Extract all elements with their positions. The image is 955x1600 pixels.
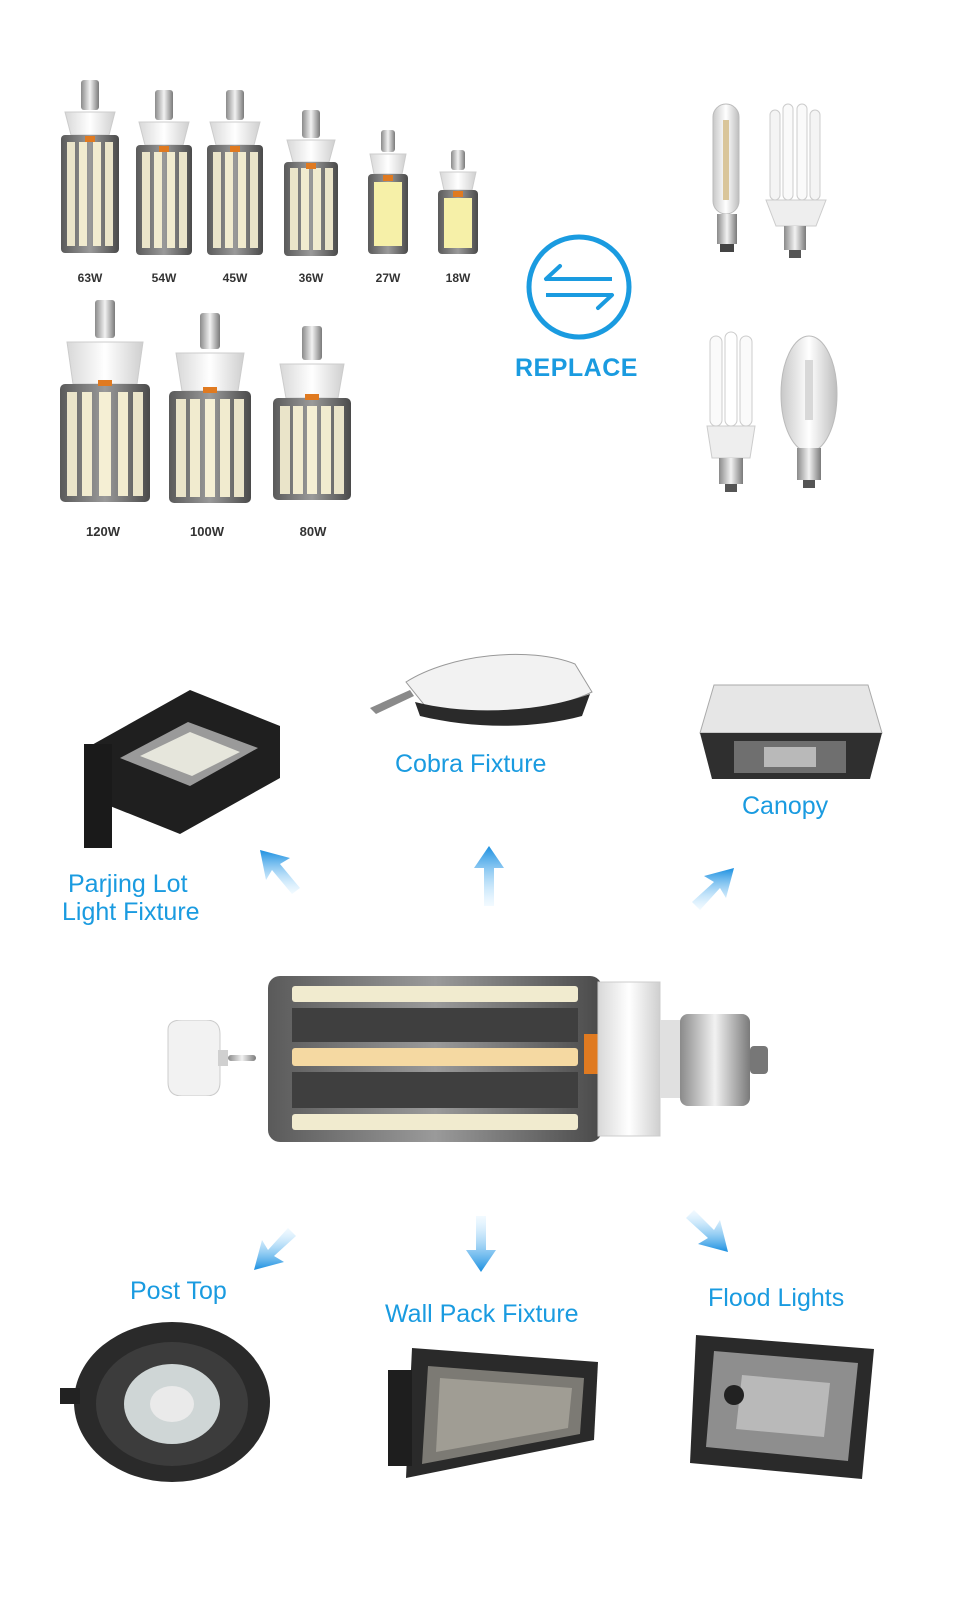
cfl-tube-bulb bbox=[704, 330, 758, 510]
cobra-fixture-image bbox=[370, 650, 595, 730]
label-cobra-fixture: Cobra Fixture bbox=[395, 750, 547, 778]
canopy-fixture-image bbox=[694, 675, 888, 785]
replace-label: REPLACE bbox=[515, 354, 638, 382]
label-post-top: Post Top bbox=[130, 1277, 227, 1305]
post-top-fixture-image bbox=[60, 1318, 274, 1484]
parking-lot-fixture-image bbox=[80, 686, 285, 848]
swap-arrows-icon bbox=[524, 232, 634, 342]
metal-halide-bulb bbox=[776, 330, 842, 510]
corn-bulb-27w bbox=[366, 130, 410, 258]
corn-bulb-120w bbox=[57, 300, 153, 510]
corn-bulb-18w bbox=[436, 150, 480, 258]
main-corn-bulb-image bbox=[268, 974, 778, 1144]
wattage-label: 27W bbox=[375, 271, 401, 285]
label-canopy: Canopy bbox=[742, 792, 829, 820]
wattage-label: 100W bbox=[190, 524, 224, 539]
wattage-label: 18W bbox=[445, 271, 471, 285]
arrow-down-icon bbox=[466, 1216, 496, 1272]
hps-tube-bulb bbox=[705, 100, 749, 270]
arrow-down-right-icon bbox=[684, 1208, 730, 1254]
label-parking-lot-line2: Light Fixture bbox=[62, 898, 200, 926]
wattage-label: 63W bbox=[77, 271, 103, 285]
corn-bulb-54w bbox=[133, 90, 195, 260]
label-flood-lights: Flood Lights bbox=[708, 1284, 845, 1312]
cfl-spiral-bulb bbox=[764, 100, 828, 270]
wattage-label: 80W bbox=[299, 524, 327, 539]
corn-bulb-63w bbox=[57, 80, 123, 260]
flood-light-fixture-image bbox=[690, 1335, 878, 1481]
wattage-label: 120W bbox=[86, 524, 120, 539]
wattage-label: 54W bbox=[151, 271, 177, 285]
label-wall-pack-fixture: Wall Pack Fixture bbox=[385, 1300, 579, 1328]
corn-bulb-45w bbox=[204, 90, 266, 260]
arrow-up-left-icon bbox=[258, 848, 304, 894]
corn-bulb-100w bbox=[166, 313, 254, 509]
arrow-up-icon bbox=[474, 846, 504, 906]
wattage-label: 36W bbox=[298, 271, 324, 285]
photocell-sensor-image bbox=[162, 1020, 258, 1096]
arrow-down-left-icon bbox=[252, 1226, 298, 1272]
wall-pack-fixture-image bbox=[388, 1344, 602, 1480]
arrow-up-right-icon bbox=[690, 866, 736, 912]
corn-bulb-36w bbox=[281, 110, 341, 260]
wattage-label: 45W bbox=[222, 271, 248, 285]
label-parking-lot-line1: Parjing Lot bbox=[68, 870, 188, 898]
corn-bulb-80w bbox=[270, 326, 354, 506]
